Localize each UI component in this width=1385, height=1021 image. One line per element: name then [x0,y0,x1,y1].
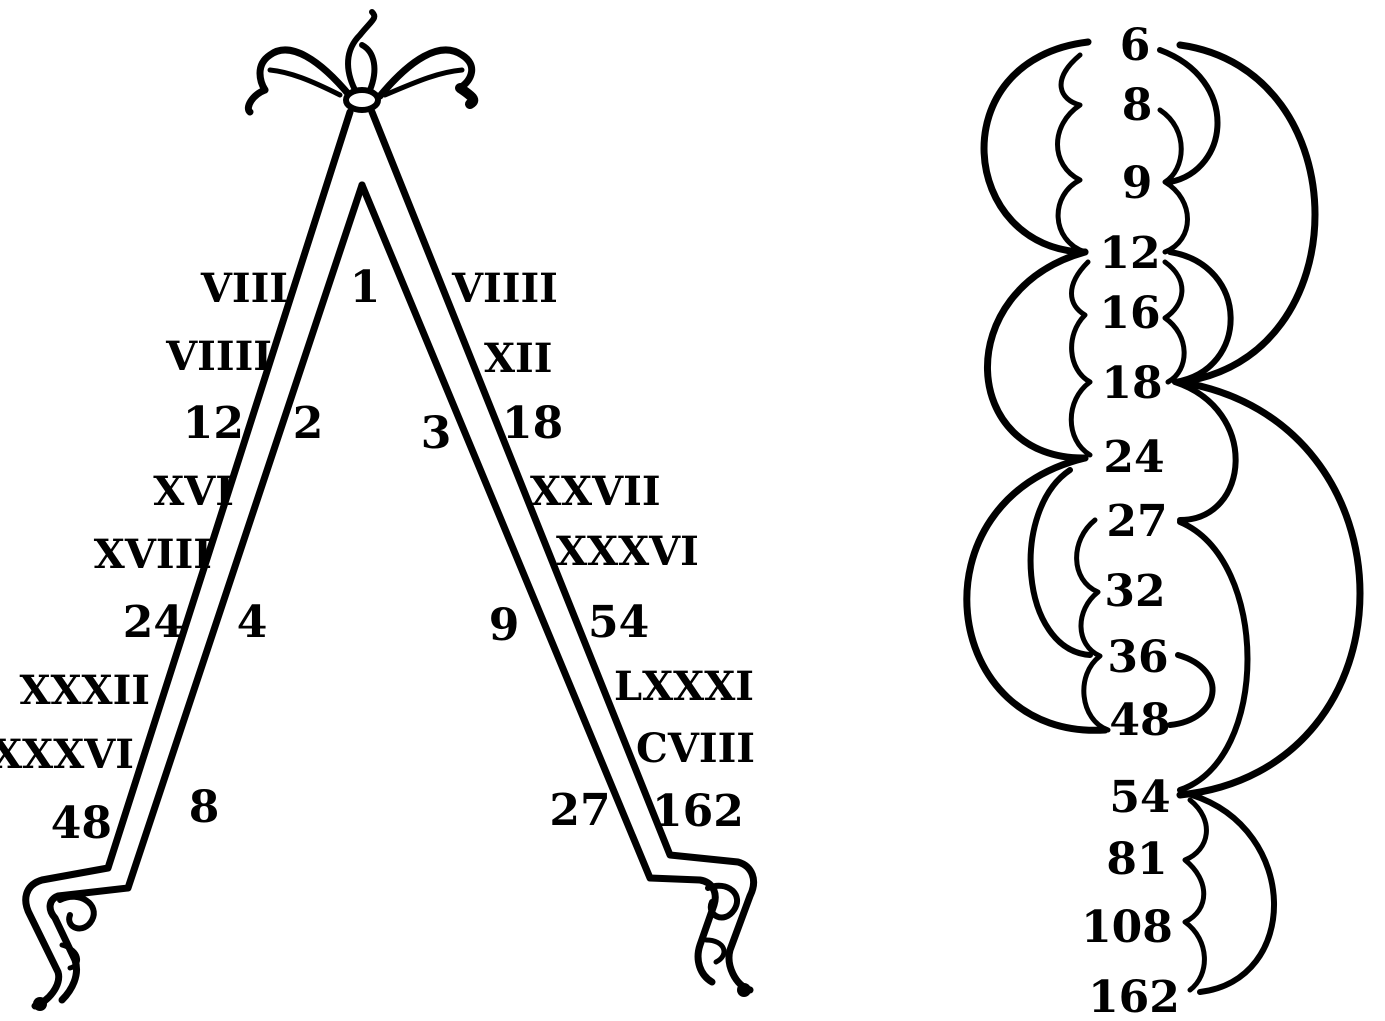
left-outer-label: 48 [51,798,112,849]
right-inner-number: 27 [549,785,610,836]
right-outer-label: 18 [502,398,563,449]
arc-12-18-right [1170,252,1231,382]
right-outer-label: XXXVI [556,528,699,575]
right-outer-label: VIIII [451,265,558,312]
arc-18-54 [1180,382,1360,795]
chain-number: 18 [1101,358,1162,409]
arc-27-54-right [1180,522,1248,790]
chain-number: 108 [1081,902,1173,953]
crown-ornament [248,12,473,112]
right-inner-number: 3 [421,408,452,459]
chain-number: 36 [1107,632,1168,683]
arc-6-12 [984,42,1088,252]
scallop-right [1165,262,1184,382]
apex-number: 1 [350,262,381,313]
chain-number: 6 [1120,20,1151,71]
left-outer-label: VIII [200,265,288,312]
right-outer-label: CVIII [636,725,755,772]
right-outer-label: 54 [588,597,649,648]
left-outer-label: XXXII [19,667,150,714]
left-inner-number: 8 [189,782,220,833]
left-outer-label: XVI [153,468,234,515]
left-outer-label: VIIII [165,333,272,380]
arc-36-48-right [1170,655,1213,725]
left-outer-label: XXXVI [0,731,134,778]
right-outer-label: XXVII [530,468,661,515]
left-inner-number: 4 [237,597,268,648]
scallop-left [1077,520,1108,730]
right-inner-number: 9 [489,600,520,651]
chain-number: 32 [1104,566,1165,617]
left-inner-number: 2 [293,398,324,449]
scallop-left [1058,55,1086,252]
left-outer-label: XVIII [94,531,212,578]
left-outer-label: 12 [183,398,244,449]
chain-number: 24 [1103,432,1164,483]
chain-number: 9 [1122,158,1153,209]
arc-chain-figure: 6 8 9 12 16 18 24 27 32 36 48 54 81 108 … [967,20,1360,1021]
chain-number: 54 [1109,772,1170,823]
arc-6-18 [1180,45,1315,382]
scallop-right [1185,800,1206,990]
chain-number: 8 [1122,80,1153,131]
right-outer-label: 162 [652,786,744,837]
scallop-left [1071,262,1090,455]
lambda-figure: 1 2 4 8 3 9 27 VIII VIIII 12 XVI XVIII 2… [0,12,755,1011]
left-outer-label: 24 [123,597,184,648]
right-outer-label: XII [484,335,552,382]
chain-number: 81 [1106,834,1167,885]
arc-18-27-right [1175,382,1236,520]
chain-number: 12 [1099,228,1160,279]
chain-number: 48 [1109,695,1170,746]
chain-number: 27 [1106,496,1167,547]
right-outer-label: LXXXI [614,663,754,710]
chain-number: 162 [1088,972,1180,1021]
chain-number: 16 [1099,288,1160,339]
